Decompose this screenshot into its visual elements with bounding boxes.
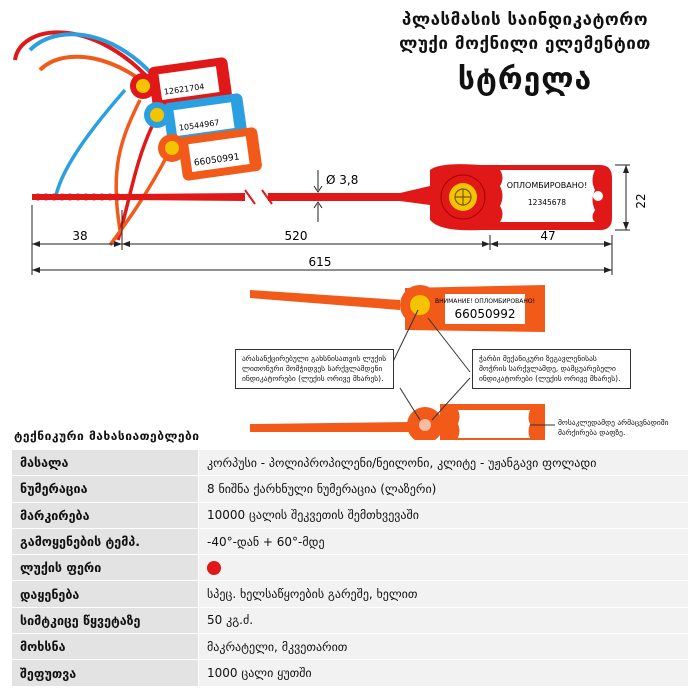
spec-value: 8 ნიშნა ქარხნული ნუმერაცია (ლაზერი) [198,475,688,503]
spec-value: -40°-დან + 60°-მდე [198,528,688,556]
spec-key: ნუმერაცია [12,475,199,503]
table-row: გამოყენების ტემპ.-40°-დან + 60°-მდე [12,528,688,556]
spec-key: ლუქის ფერი [12,554,199,582]
seal-label-text: ОПЛОМБИРОВАНО! [507,181,588,190]
spec-key: მოხსნა [12,633,199,661]
orange-seal-bottom [250,404,545,440]
spec-value: 1000 ცალი ყუთში [198,659,688,687]
callout-bottom: მოსაკლედამდე არმაცვნადიში მარქირება დაფზ… [556,416,672,440]
spec-key: გამოყენების ტემპ. [12,528,199,556]
spec-value [198,554,688,582]
title-product-name: სტრელა [457,62,593,97]
title-line-1: პლასმასის საინდიკატორო [401,10,649,30]
dim-38: 38 [72,229,87,243]
spec-value: მაკრატელი, მკვეთარით [198,633,688,661]
dimension-arrows [32,165,629,273]
table-row: ლუქის ფერი [12,554,688,582]
seal-drawing: 12621704 10544967 66050991 [13,30,648,440]
tag-caption: ВНИМАНИЕ! ОПЛОМБИРОВАНО! [435,298,535,305]
dim-47: 47 [540,229,555,243]
spec-value: სპეც. ხელსაწყოების გარეშე, ხელით [198,580,688,608]
specs-heading: ტექნიკური მახასიათებლები [14,429,200,443]
seal-schematic: ОПЛОМБИРОВАНО! 12345678 Ø 3,8 [32,164,612,231]
orange-seal-closeup: ВНИМАНИЕ! ОПЛОМБИРОВАНО! 66050992 [250,285,545,332]
spec-key: დაყენება [12,580,199,608]
title-block: პლასმასის საინდიკატორო ლუქი მოქნილი ელემ… [360,8,690,100]
callout-left: არასანქცირებული გახსნისათვის ლუქის ლითონ… [235,349,394,389]
spec-value: 10000 ცალის შეკვეთის შემთხვევაში [198,502,688,529]
spec-key: შეფუთვა [12,659,199,687]
dim-520: 520 [285,229,308,243]
callout-right: ჭარბი მექანიკური ზეგავლენისას მოჭრის სარ… [472,349,631,389]
tag-number-4: 66050992 [454,307,515,321]
spec-value: კორპუსი - პოლიპროპილენი/ნეილონი, კლიტე -… [198,450,688,477]
spec-value: 50 კგ.ძ. [198,607,688,635]
spec-key: მასალა [12,450,199,477]
dim-615: 615 [309,255,332,269]
colored-seals-photo: 12621704 10544967 66050991 [13,30,262,247]
spec-key: მარკირება [12,502,199,529]
seal-label-number: 12345678 [528,198,566,207]
seal-color-swatch [207,561,221,576]
diameter-label: Ø 3,8 [326,173,358,187]
title-line-2: ლუქი მოქნილი ელემენტით [399,34,651,54]
spec-key: სიმტკიცე წყვეტაზე [12,607,199,635]
dimension-lines [31,164,630,275]
dim-22: 22 [634,193,648,208]
